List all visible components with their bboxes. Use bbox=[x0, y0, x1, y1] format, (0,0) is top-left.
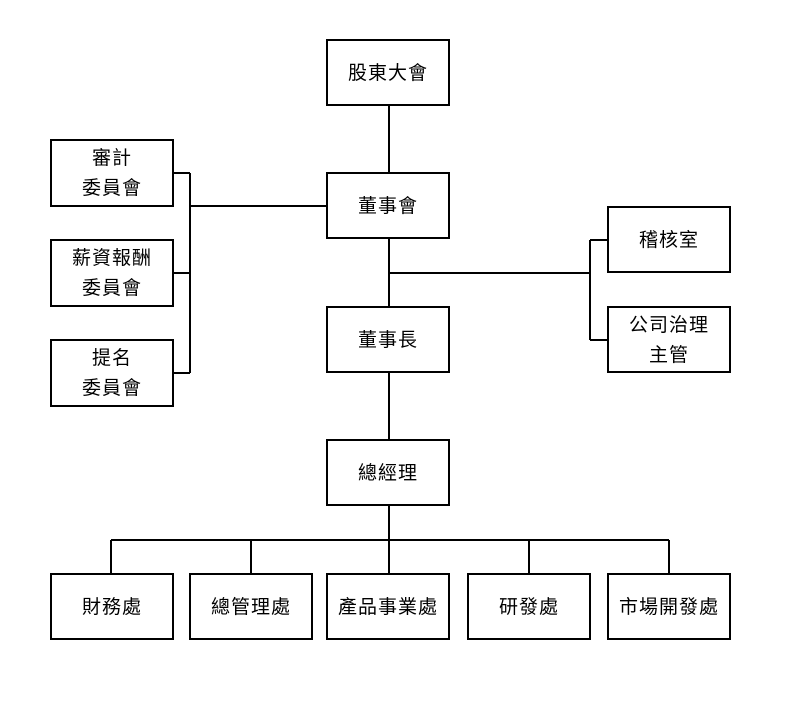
department-label: 市場開發處 bbox=[618, 595, 719, 618]
department-finance-box: 財務處 bbox=[50, 573, 174, 640]
department-label: 產品事業處 bbox=[337, 595, 438, 618]
audit-committee-line1: 審計 bbox=[91, 147, 132, 169]
nomination-committee-line2: 委員會 bbox=[81, 377, 142, 399]
chairman-box: 董事長 bbox=[326, 306, 450, 373]
governance-officer-line2: 主管 bbox=[648, 343, 689, 366]
audit-committee-box: 審計 委員會 bbox=[50, 139, 174, 207]
department-product-bu-box: 產品事業處 bbox=[326, 573, 450, 640]
remuneration-committee-box: 薪資報酬 委員會 bbox=[50, 239, 174, 307]
president-box: 總經理 bbox=[326, 439, 450, 506]
president-label: 總經理 bbox=[357, 461, 418, 484]
audit-office-label: 稽核室 bbox=[638, 228, 699, 251]
department-label: 財務處 bbox=[81, 595, 142, 618]
department-general-admin-box: 總管理處 bbox=[189, 573, 313, 640]
audit-office-box: 稽核室 bbox=[607, 206, 731, 273]
chairman-label: 董事長 bbox=[357, 328, 418, 351]
governance-officer-line1: 公司治理 bbox=[628, 313, 709, 336]
department-label: 研發處 bbox=[498, 595, 559, 618]
department-rd-box: 研發處 bbox=[467, 573, 591, 640]
department-market-dev-box: 市場開發處 bbox=[607, 573, 731, 640]
board-box: 董事會 bbox=[326, 172, 450, 239]
shareholders-meeting-box: 股東大會 bbox=[326, 39, 450, 106]
remuneration-committee-line2: 委員會 bbox=[81, 277, 142, 299]
audit-committee-line2: 委員會 bbox=[81, 177, 142, 199]
governance-officer-box: 公司治理 主管 bbox=[607, 306, 731, 373]
remuneration-committee-line1: 薪資報酬 bbox=[71, 247, 152, 269]
nomination-committee-box: 提名 委員會 bbox=[50, 339, 174, 407]
nomination-committee-line1: 提名 bbox=[91, 347, 132, 369]
shareholders-meeting-label: 股東大會 bbox=[347, 61, 428, 84]
board-label: 董事會 bbox=[357, 194, 418, 217]
department-label: 總管理處 bbox=[210, 595, 291, 618]
